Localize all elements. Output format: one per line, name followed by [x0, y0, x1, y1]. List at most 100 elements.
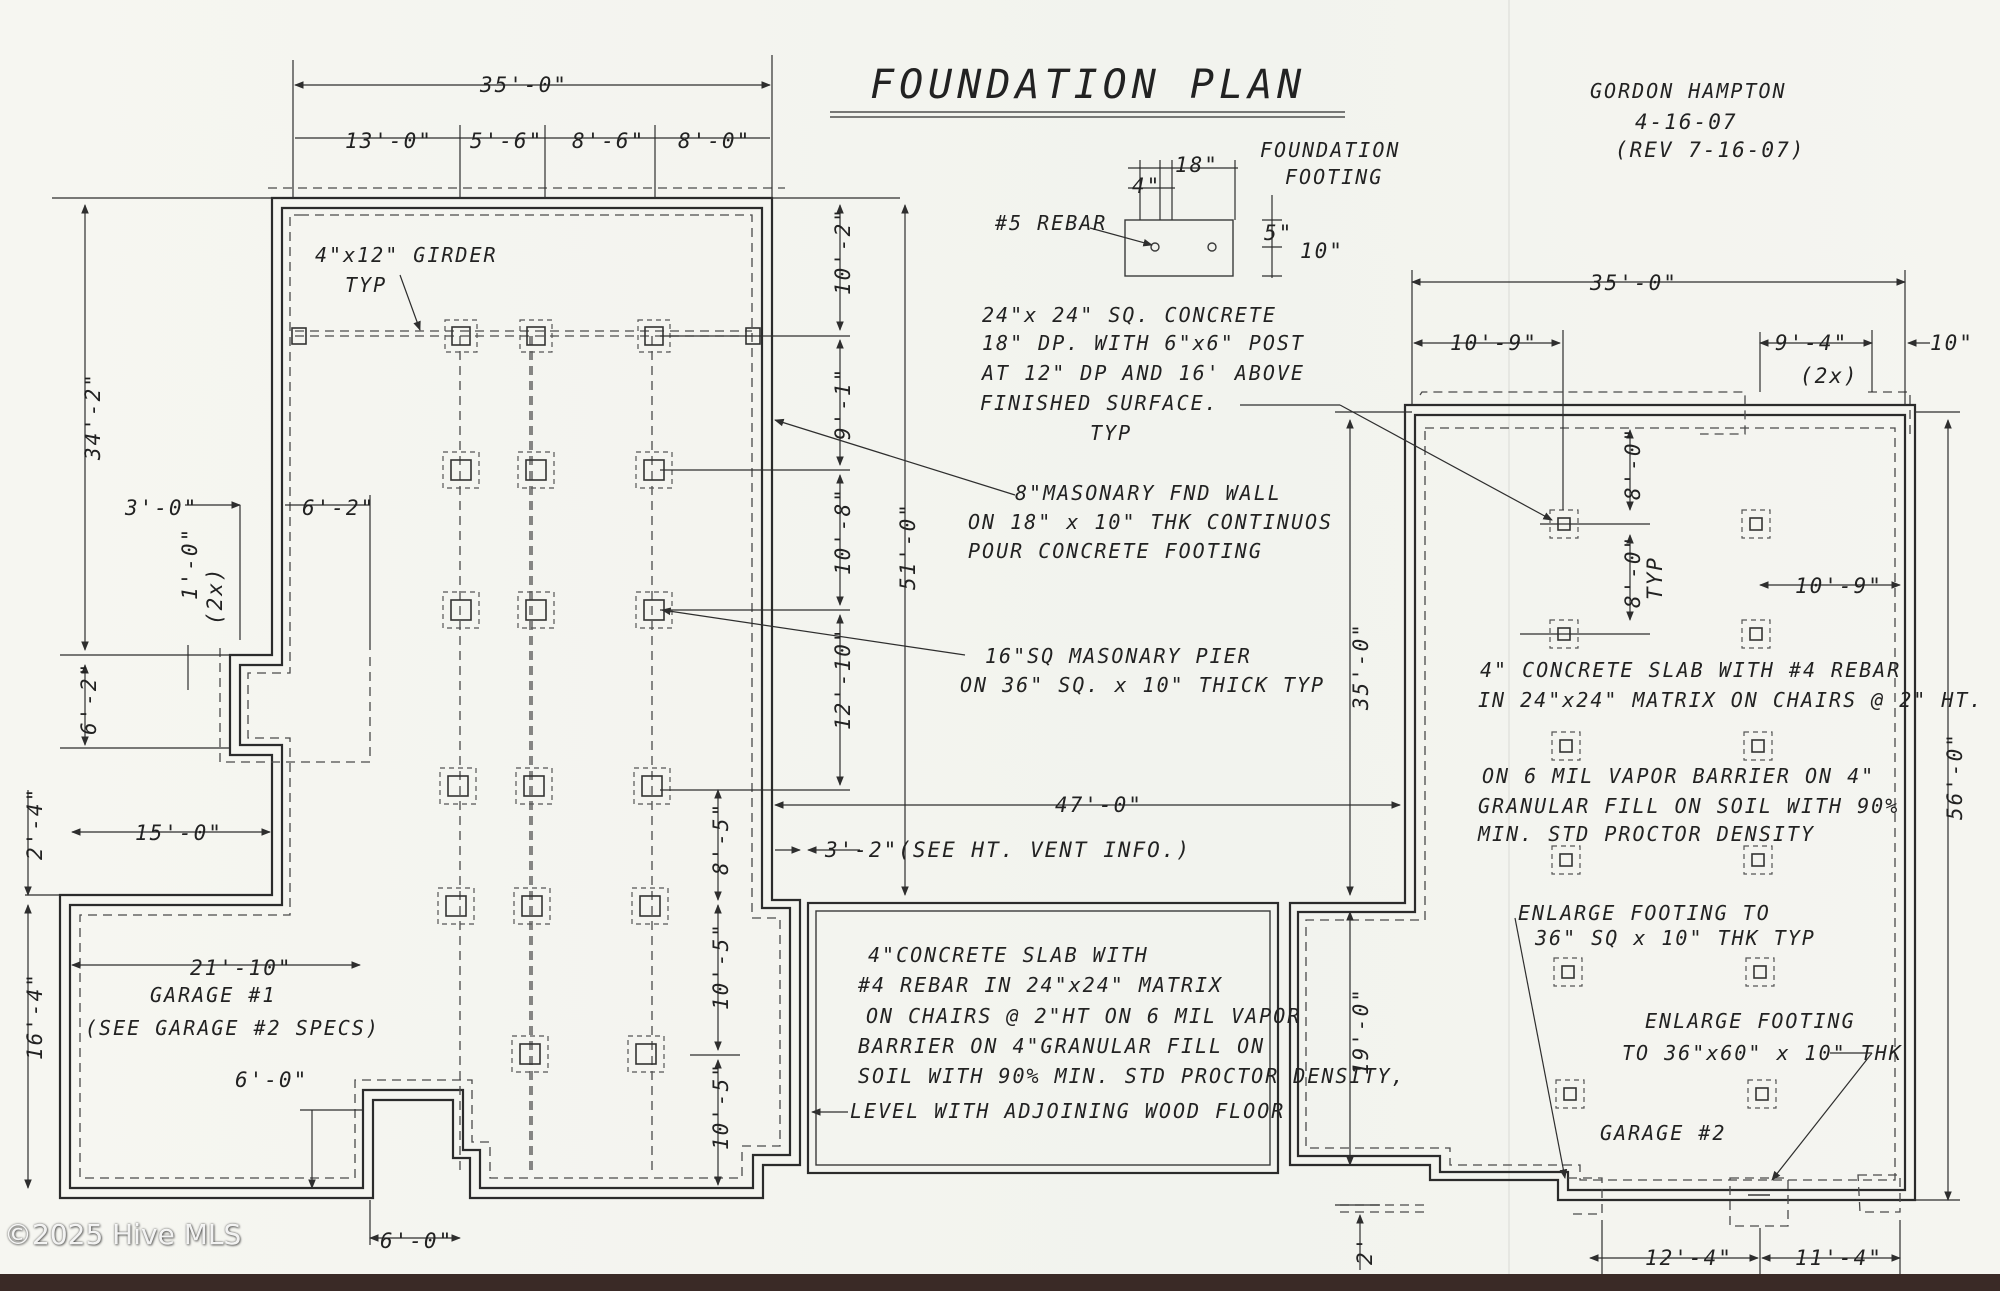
note-enl-2: 36" SQ x 10" THK TYP	[1534, 926, 1816, 950]
dim-seg-d: 8'-0"	[678, 129, 751, 153]
dim-notch-w2: 6'-2"	[302, 496, 375, 520]
dim-gar1-h: 16'-4"	[23, 972, 47, 1060]
dim-gar1-w: 15'-0"	[135, 821, 223, 845]
note-post-3: AT 12" DP AND 16' ABOVE	[980, 361, 1305, 385]
footing	[1551, 845, 1581, 875]
dim-notch-h: 1'-0"	[178, 527, 202, 600]
footing-depth: 10"	[1300, 239, 1344, 263]
dim-gar2-bot-a: 12'-4"	[1645, 1246, 1733, 1270]
footing-detail: FOUNDATION FOOTING #5 REBAR 18" 4" 5" 10…	[994, 138, 1400, 278]
dim-notch-depth: 6'-2"	[77, 662, 101, 735]
pier	[442, 591, 480, 629]
note-post-5: TYP	[1090, 421, 1132, 445]
slab-footings	[1549, 509, 1777, 1109]
photo-edge	[0, 1274, 2000, 1291]
dim-gar2-edge: 10"	[1930, 331, 1974, 355]
dim-seg-a: 13'-0"	[345, 129, 433, 153]
dim-right-d: 12'-10"	[831, 627, 855, 730]
dim-right-c: 10'-8"	[831, 487, 855, 575]
dim-gar2-bot-drop: 2'	[1353, 1236, 1377, 1265]
note-wall-3: POUR CONCRETE FOOTING	[968, 539, 1263, 563]
note-post-2: 18" DP. WITH 6"x6" POST	[982, 331, 1305, 355]
note-slab-4: BARRIER ON 4"GRANULAR FILL ON	[858, 1034, 1265, 1058]
note-slab2-4: GRANULAR FILL ON SOIL WITH 90%	[1478, 794, 1899, 818]
pier	[437, 887, 475, 925]
note-wall-1: 8"MASONARY FND WALL	[1015, 481, 1282, 505]
garage-2-walls	[1288, 391, 1917, 1227]
masonry-piers	[291, 319, 761, 1073]
dim-span-f: 10'-5"	[709, 922, 733, 1010]
dim-gar2-right-off: 9'-4"	[1775, 331, 1848, 355]
pier	[444, 319, 478, 353]
dim-span-g: 10'-5"	[709, 1062, 733, 1150]
dim-left-overall: 34'-2"	[81, 372, 105, 461]
dim-span-e: 8'-5"	[709, 802, 733, 875]
footing	[1745, 957, 1775, 987]
dim-gar1-bottom: 6'-0"	[380, 1229, 453, 1253]
note-pier-2: ON 36" SQ. x 10" THICK TYP	[960, 673, 1325, 697]
dim-grid-h: 10'-9"	[1795, 574, 1883, 598]
dimension-labels: 35'-0" 13'-0" 5'-6" 8'-6" 8'-0" 34'-2" 3…	[23, 73, 1974, 1270]
author-name: GORDON HAMPTON	[1590, 79, 1787, 103]
pier	[511, 1035, 549, 1073]
footing-title-2: FOOTING	[1285, 165, 1383, 189]
pier	[633, 767, 671, 805]
slab-area-walls	[806, 901, 1280, 1175]
dim-gar2-right-mult: (2x)	[1800, 364, 1859, 388]
dim-connector: 47'-0"	[1055, 793, 1143, 817]
footing	[1741, 619, 1771, 649]
note-girder-1: 4"x12" GIRDER	[315, 243, 498, 267]
footing	[1555, 1079, 1585, 1109]
pier	[519, 319, 553, 353]
dim-vent: 3'-2"(SEE HT. VENT INFO.)	[824, 838, 1191, 862]
dim-grid-v1: 8'-0"	[1621, 427, 1645, 500]
dim-notch-mult: (2x)	[203, 566, 227, 625]
dim-gar1-step-w: 6'-0"	[235, 1068, 308, 1092]
dim-gar2-h: 35'-0"	[1349, 622, 1373, 711]
author-date: 4-16-07	[1635, 110, 1738, 134]
dim-grid-typ: TYP	[1643, 556, 1667, 600]
pier	[439, 767, 477, 805]
dim-seg-b: 5'-6"	[470, 129, 543, 153]
note-slab-5: SOIL WITH 90% MIN. STD PROCTOR DENSITY,	[858, 1064, 1406, 1088]
garage-1-label: GARAGE #1	[150, 983, 276, 1007]
note-enl-4: TO 36"x60" x 10" THK	[1622, 1041, 1903, 1065]
footing-title-1: FOUNDATION	[1260, 138, 1400, 162]
garage-1-sublabel: (SEE GARAGE #2 SPECS)	[85, 1016, 380, 1040]
dim-notch-w: 3'-0"	[124, 496, 198, 520]
note-enl-3: ENLARGE FOOTING	[1645, 1009, 1856, 1033]
footing	[1743, 731, 1773, 761]
note-wall-2: ON 18" x 10" THK CONTINUOS	[968, 510, 1333, 534]
note-post-4: FINISHED SURFACE.	[980, 391, 1219, 415]
dim-right-b: 9'-1"	[831, 367, 855, 440]
dim-gar2-top: 35'-0"	[1589, 271, 1678, 295]
note-pier-1: 16"SQ MASONARY PIER	[985, 644, 1252, 668]
pier	[515, 767, 553, 805]
pier	[442, 451, 480, 489]
note-girder-2: TYP	[345, 273, 387, 297]
note-post-1: 24"x 24" SQ. CONCRETE	[982, 303, 1277, 327]
annotation-notes: 4"x12" GIRDER TYP 24"x 24" SQ. CONCRETE …	[85, 243, 1981, 1145]
dim-grid-v2: 8'-0"	[1621, 535, 1645, 608]
leader-lines	[399, 274, 1873, 1181]
note-slab2-5: MIN. STD PROCTOR DENSITY	[1477, 822, 1815, 846]
author-revision: (REV 7-16-07)	[1615, 138, 1805, 162]
garage-2-label: GARAGE #2	[1600, 1121, 1726, 1145]
pier	[631, 887, 669, 925]
footing-cover: 5"	[1264, 221, 1293, 245]
note-enl-1: ENLARGE FOOTING TO	[1518, 901, 1771, 925]
paper-fold	[1508, 0, 1510, 1291]
footing	[1551, 731, 1581, 761]
footing-offset: 4"	[1132, 174, 1161, 198]
dim-top-overall: 35'-0"	[479, 73, 568, 97]
note-slab-2: #4 REBAR IN 24"x24" MATRIX	[857, 973, 1223, 997]
footing	[1741, 509, 1771, 539]
note-slab-1: 4"CONCRETE SLAB WITH	[868, 943, 1149, 967]
dim-seg-c: 8'-6"	[572, 129, 645, 153]
dim-gar2-full-h: 56'-0"	[1943, 732, 1967, 820]
footing	[1553, 957, 1583, 987]
dim-right-overall: 51'-0"	[896, 502, 920, 590]
dimension-lines	[24, 55, 1960, 1275]
house-foundation-walls	[58, 187, 802, 1200]
